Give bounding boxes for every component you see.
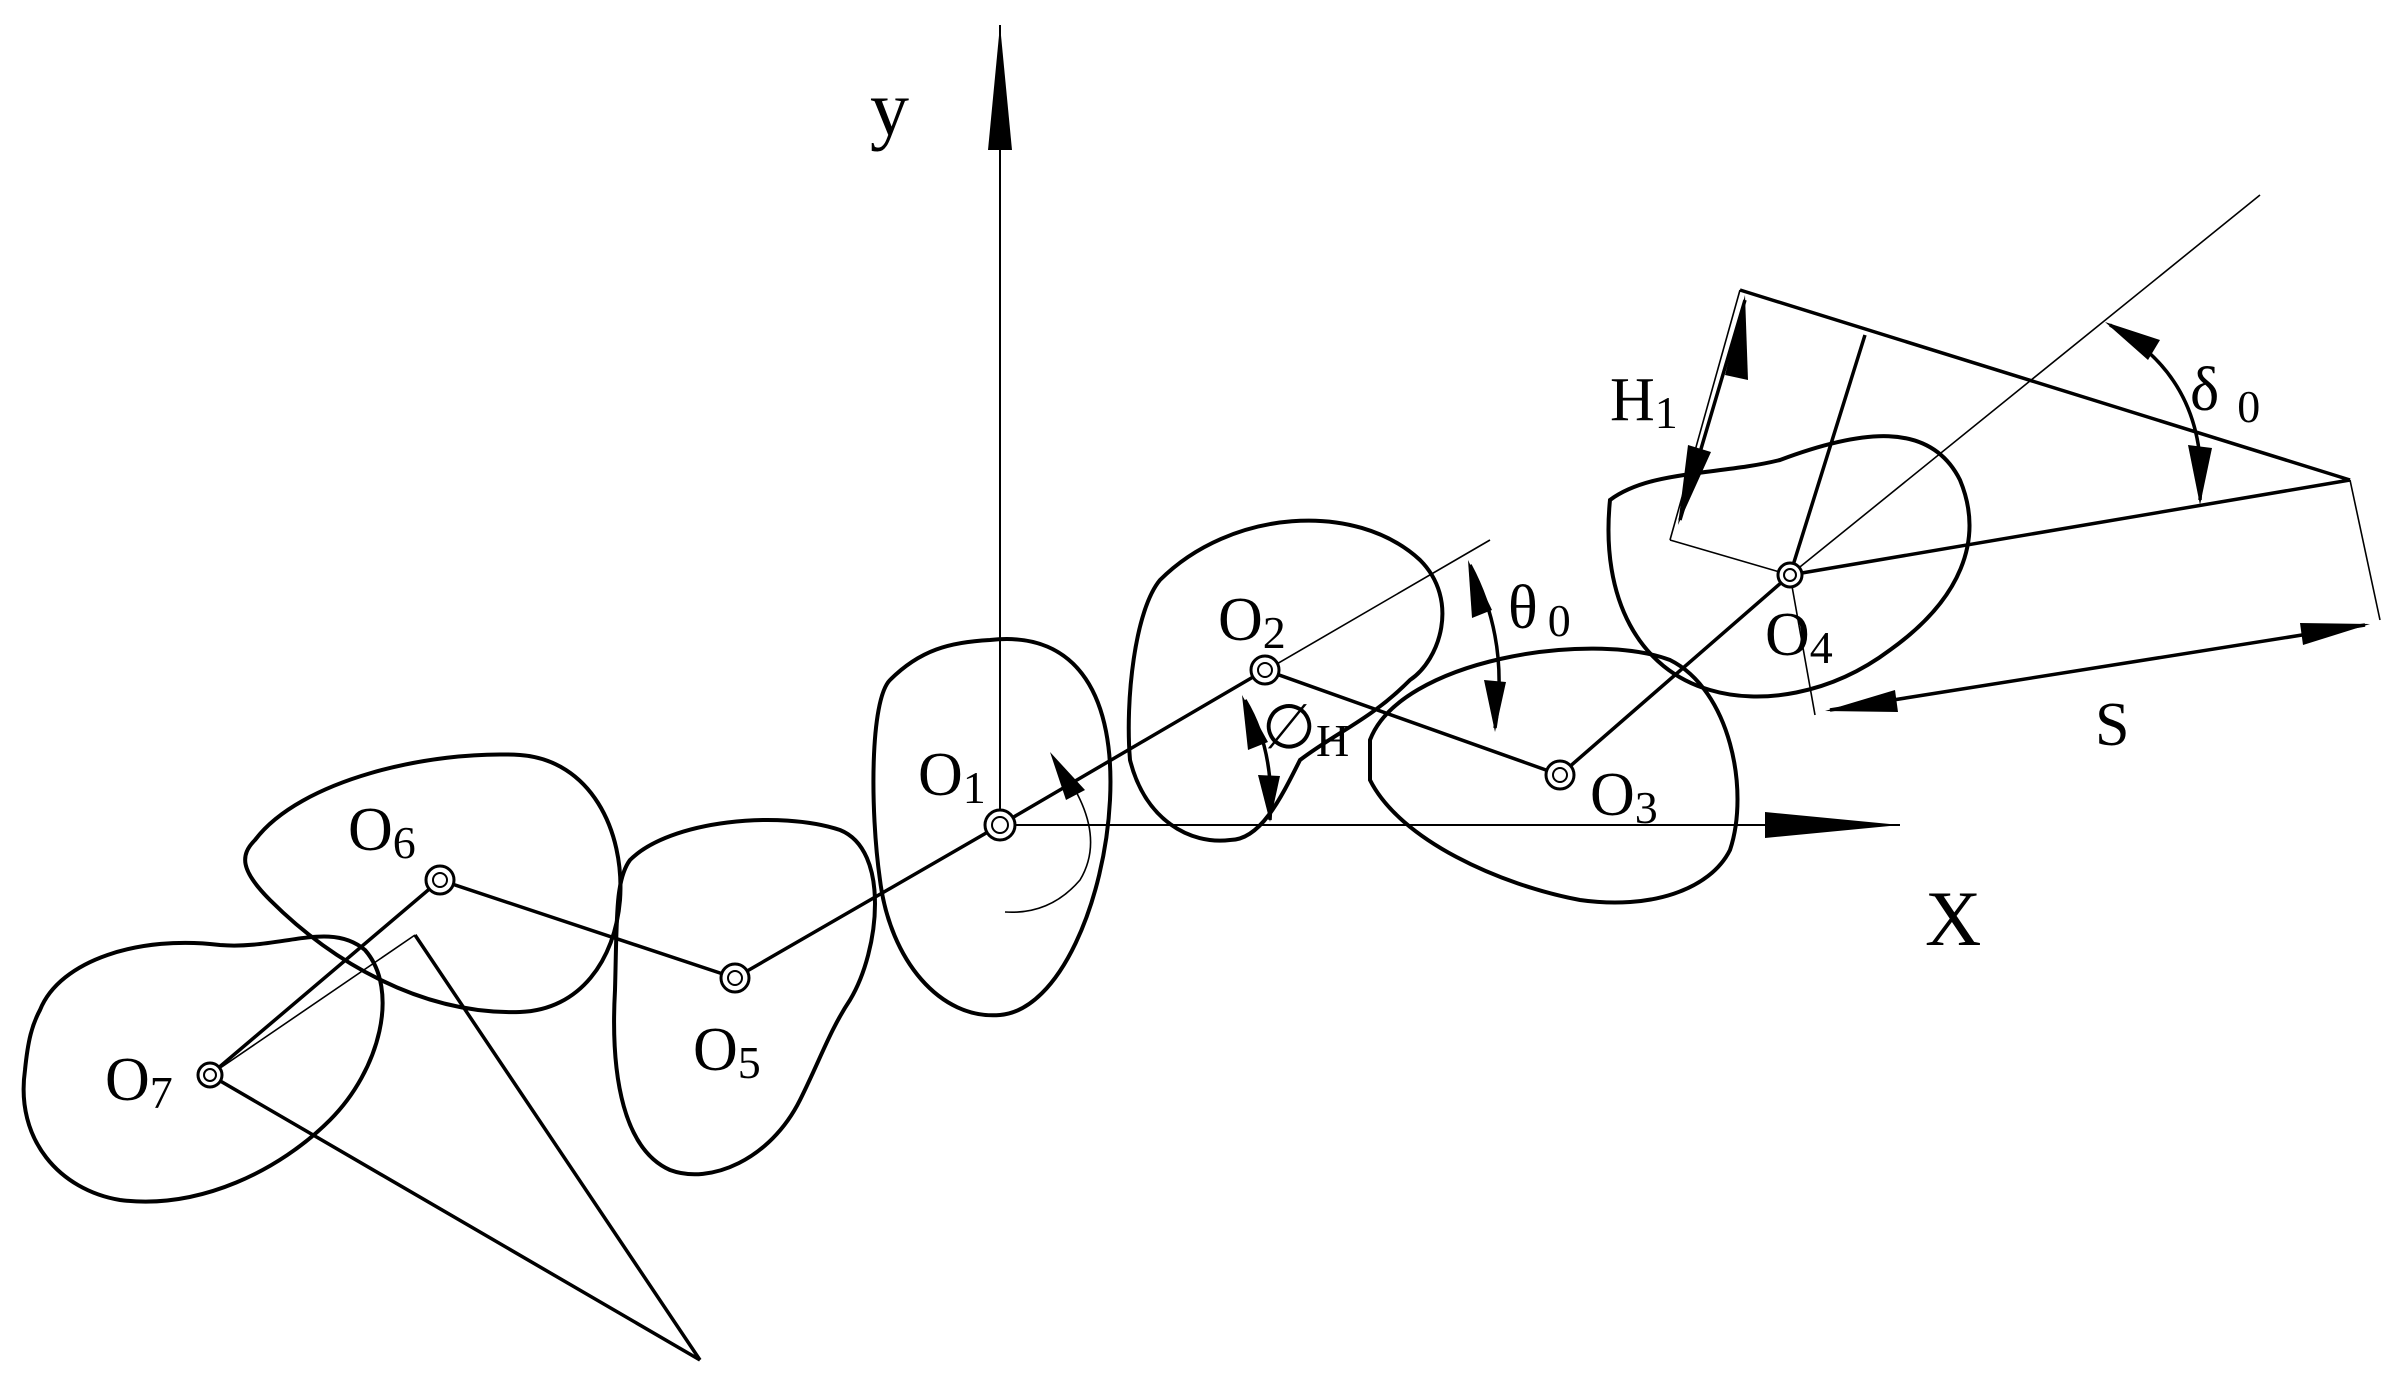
- o4-follower-arm: [1669, 288, 2381, 716]
- line-o1-o2-extension: [999, 539, 1491, 826]
- label-o6: O6: [348, 796, 416, 868]
- h1-dimension-arrow: [1678, 295, 1748, 525]
- pivot-o2: [1249, 654, 1281, 686]
- cam-profile-o2: [1126, 518, 1445, 843]
- label-o2: O2: [1218, 586, 1286, 658]
- cam-profile-o5: [612, 818, 877, 1177]
- x-axis-label: X: [1925, 875, 1981, 962]
- s-dimension-arrow: [1825, 623, 2370, 712]
- label-o4: O4: [1765, 601, 1833, 673]
- pivot-o5: [719, 962, 751, 994]
- label-o1: O1: [918, 741, 986, 813]
- pivot-o6: [424, 864, 456, 896]
- pivot-o7: [196, 1061, 224, 1089]
- pivot-o3: [1544, 759, 1576, 791]
- cam-profile-o7: [21, 934, 385, 1204]
- label-o3: O3: [1590, 761, 1658, 833]
- label-h1: H1: [1610, 366, 1678, 438]
- pivot-o4: [1776, 561, 1804, 589]
- y-axis: [988, 25, 1012, 820]
- label-o5: O5: [693, 1016, 761, 1088]
- cam-profile-o6: [243, 752, 623, 1015]
- label-phi-h: ∅H: [1262, 694, 1349, 766]
- line-o4-extension: [1789, 194, 2261, 576]
- phi-h-angle-arc: [1242, 695, 1280, 822]
- label-s: S: [2095, 691, 2129, 759]
- theta0-angle-arc: [1468, 560, 1506, 732]
- y-axis-label: y: [870, 65, 909, 152]
- delta0-angle-arc: [2105, 322, 2212, 505]
- o1-rotation-arc: [1004, 752, 1092, 914]
- label-o7: O7: [105, 1046, 173, 1118]
- cam-profile-o1: [871, 637, 1113, 1018]
- o7-follower-triangle: [209, 934, 702, 1362]
- cam-profile-o3: [1368, 646, 1740, 905]
- pivot-o1: [983, 808, 1017, 842]
- x-axis: [1000, 812, 1900, 838]
